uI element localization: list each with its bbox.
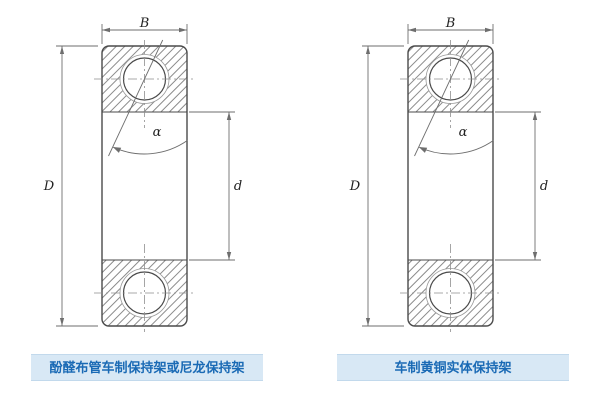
centerlines: [400, 40, 501, 332]
bearing-cross-section-left: α B D: [43, 16, 242, 332]
diagram-stage: α B D: [22, 16, 578, 381]
dimension-bore-diameter: d: [495, 111, 548, 261]
outer-diameter-label: D: [43, 179, 55, 194]
centerlines: [94, 40, 195, 332]
dimension-width: B: [101, 16, 188, 44]
caption-right: 车制黄铜实体保持架: [337, 354, 569, 381]
contact-angle-label: α: [459, 125, 468, 140]
balls: [425, 54, 476, 318]
contact-angle-markup: α: [108, 39, 188, 157]
dimension-width: B: [407, 16, 494, 44]
bore-diameter-label: d: [234, 179, 242, 194]
figure-right: α B D: [328, 16, 578, 381]
caption-left: 酚醛布管车制保持架或尼龙保持架: [31, 354, 263, 381]
width-label: B: [139, 16, 150, 31]
dimension-outer-diameter: D: [43, 45, 98, 327]
dimension-outer-diameter: D: [349, 45, 404, 327]
outer-diameter-label: D: [349, 179, 361, 194]
contact-angle-label: α: [153, 125, 162, 140]
width-label: B: [445, 16, 456, 31]
figure-left: α B D: [22, 16, 272, 381]
contact-angle-markup: α: [414, 39, 494, 157]
dimension-bore-diameter: d: [189, 111, 242, 261]
bore-diameter-label: d: [540, 179, 548, 194]
bearing-cross-section-right: α B D: [349, 16, 548, 332]
